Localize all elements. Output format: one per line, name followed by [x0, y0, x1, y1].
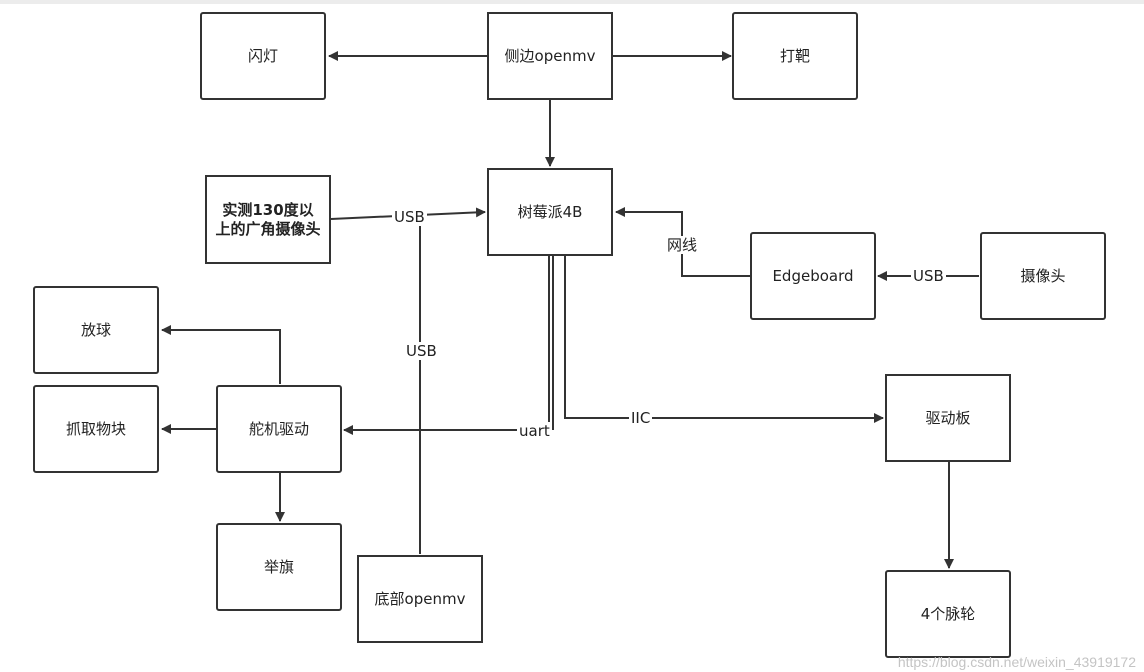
edge-label-iic: IIC [629, 409, 653, 427]
watermark-text: https://blog.csdn.net/weixin_43919172 [897, 654, 1136, 670]
edge-label-usb-bottom: USB [404, 342, 439, 360]
node-driver-board: 驱动板 [885, 374, 1011, 462]
edge-label-usb-wide: USB [392, 208, 427, 226]
edge-label-uart: uart [517, 422, 552, 440]
edge-label-network: 网线 [665, 236, 700, 254]
node-wide-camera: 实测130度以上的广角摄像头 [205, 175, 331, 264]
node-release-ball: 放球 [33, 286, 159, 374]
node-wheels: 4个脉轮 [885, 570, 1011, 658]
top-border [0, 0, 1144, 4]
node-side-openmv: 侧边openmv [487, 12, 613, 100]
node-flag: 举旗 [216, 523, 342, 611]
edge-raspberry-to-driver [564, 256, 884, 423]
node-camera: 摄像头 [980, 232, 1106, 320]
node-grab-block: 抓取物块 [33, 385, 159, 473]
node-flash: 闪灯 [200, 12, 326, 100]
node-edgeboard: Edgeboard [750, 232, 876, 320]
node-servo-driver: 舵机驱动 [216, 385, 342, 473]
node-target: 打靶 [732, 12, 858, 100]
node-bottom-openmv: 底部openmv [357, 555, 483, 643]
node-raspberry: 树莓派4B [487, 168, 613, 256]
edge-servo-to-ball [161, 325, 281, 384]
edge-raspberry-to-servo [343, 256, 550, 435]
edge-label-usb-edge: USB [911, 267, 946, 285]
